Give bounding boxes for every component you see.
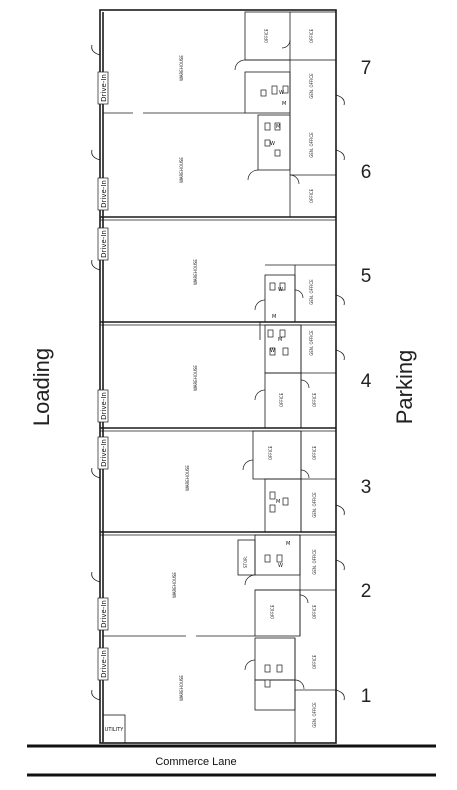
drive-in-door: Drive-In [97,647,109,681]
unit-7-offices [234,11,337,114]
drive-in-door: Drive-In [97,597,109,631]
restroom-tags: W M M W W M M W M M W [270,90,290,569]
svg-text:WAREHOUSE: WAREHOUSE [179,675,184,701]
svg-text:WAREHOUSE: WAREHOUSE [179,55,184,81]
svg-text:OFFICE: OFFICE [312,392,317,407]
unit-number-2: 2 [361,581,372,602]
loading-label: Loading [29,348,54,426]
drive-in-doors: Drive-In Drive-In Drive-In Drive-In Driv… [97,71,109,681]
svg-text:OFFICE: OFFICE [279,392,284,407]
unit-1-offices [244,637,336,743]
svg-text:OFFICE: OFFICE [309,188,314,203]
unit-5-offices [254,264,336,340]
utility-room [102,714,126,744]
svg-text:Drive-In: Drive-In [100,392,108,420]
svg-text:GEN. OFFICE: GEN. OFFICE [309,330,314,356]
svg-text:GEN. OFFICE: GEN. OFFICE [309,279,314,305]
street-name: Commerce Lane [155,756,236,768]
office-labels: OFFICE OFFICE GEN. OFFICE GEN. OFFICE OF… [243,28,317,727]
svg-text:M: M [276,499,280,505]
parking-entry-doors [335,94,345,701]
svg-text:W: W [278,287,283,293]
svg-text:W: W [279,90,284,96]
svg-text:WAREHOUSE: WAREHOUSE [185,465,190,491]
svg-text:WAREHOUSE: WAREHOUSE [172,572,177,598]
svg-text:M: M [278,337,282,343]
unit-2-offices [237,534,336,637]
svg-text:OFFICE: OFFICE [264,28,269,43]
svg-text:W: W [270,348,275,354]
svg-text:WAREHOUSE: WAREHOUSE [193,259,198,285]
unit-number-3: 3 [361,477,372,498]
svg-text:OFFICE: OFFICE [270,604,275,619]
svg-text:GEN. OFFICE: GEN. OFFICE [309,132,314,158]
svg-text:M: M [272,314,276,320]
svg-text:GEN. OFFICE: GEN. OFFICE [312,492,317,518]
svg-text:Drive-In: Drive-In [100,180,108,208]
svg-text:Drive-In: Drive-In [100,230,108,258]
unit-6-offices [247,113,336,217]
building-outline [99,9,337,744]
loading-man-doors [91,44,101,701]
svg-text:OFFICE: OFFICE [309,28,314,43]
svg-text:Drive-In: Drive-In [100,439,108,467]
svg-text:OFFICE: OFFICE [312,445,317,460]
svg-text:Drive-In: Drive-In [100,74,108,102]
warehouse-labels: WAREHOUSE WAREHOUSE WAREHOUSE WAREHOUSE … [172,55,198,701]
parking-label: Parking [392,350,417,425]
drive-in-door: Drive-In [97,71,109,105]
unit-number-6: 6 [361,162,372,183]
svg-text:GEN. OFFICE: GEN. OFFICE [312,549,317,575]
svg-text:GEN. OFFICE: GEN. OFFICE [309,73,314,99]
drive-in-door: Drive-In [97,227,109,261]
unit-numbers: 7 6 5 4 3 2 1 [361,58,372,707]
svg-text:W: W [270,141,275,147]
svg-text:M: M [282,101,286,107]
svg-text:W: W [278,563,283,569]
utility-label: UTILITY [105,727,125,733]
unit-number-5: 5 [361,266,372,287]
svg-text:GEN. OFFICE: GEN. OFFICE [312,702,317,728]
unit-4-offices [254,324,336,429]
svg-text:OFFICE: OFFICE [312,604,317,619]
svg-text:WAREHOUSE: WAREHOUSE [179,157,184,183]
svg-text:STOR.: STOR. [243,556,248,568]
svg-text:M: M [286,541,290,547]
drive-in-door: Drive-In [97,177,109,211]
svg-text:WAREHOUSE: WAREHOUSE [193,365,198,391]
unit-3-offices [242,430,336,533]
unit-number-7: 7 [361,58,372,79]
unit-number-1: 1 [361,686,372,707]
svg-text:OFFICE: OFFICE [312,654,317,669]
svg-text:Drive-In: Drive-In [100,650,108,678]
drive-in-door: Drive-In [97,436,109,470]
svg-text:Drive-In: Drive-In [100,600,108,628]
drive-in-door: Drive-In [97,389,109,423]
svg-text:M: M [276,124,280,130]
unit-number-4: 4 [361,371,372,392]
svg-text:OFFICE: OFFICE [268,445,273,460]
